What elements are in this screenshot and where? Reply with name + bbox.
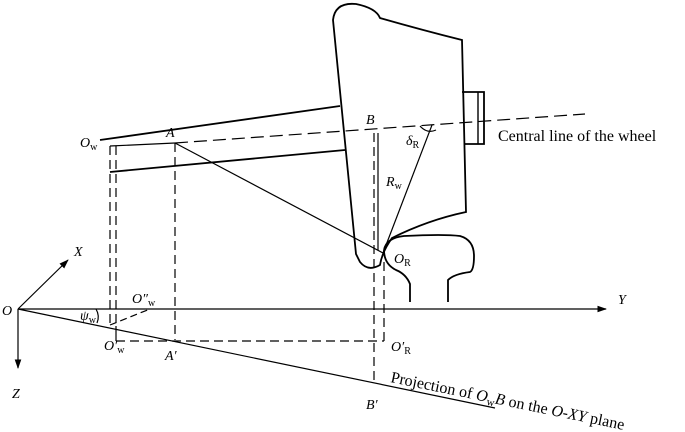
projection-line	[17, 308, 496, 409]
label-delta-R: δR	[406, 134, 420, 151]
label-A: A	[165, 126, 175, 141]
rail	[383, 234, 475, 302]
label-Ow-double-prime: O″w	[132, 292, 156, 309]
label-Ow: Ow	[80, 136, 98, 153]
label-OR-prime: O′R	[391, 340, 411, 357]
labels: O X Y Z Ow A B δR Rw OR O″w ψw O′w A′ O′…	[2, 113, 628, 413]
label-B: B	[366, 113, 375, 128]
axle	[99, 105, 346, 173]
wheel	[332, 2, 485, 269]
label-Z: Z	[12, 387, 20, 402]
label-Rw: Rw	[385, 175, 403, 192]
annotation-projection: Projection of OwB on the O-XY plane	[389, 369, 626, 432]
construction-lines	[95, 124, 437, 385]
label-X: X	[73, 245, 83, 260]
label-OR: OR	[394, 252, 411, 269]
label-Y: Y	[618, 293, 628, 308]
label-B-prime: B′	[366, 398, 379, 413]
label-psi-w: ψw	[80, 309, 97, 326]
label-O: O	[2, 304, 12, 319]
label-A-prime: A′	[164, 349, 178, 364]
central-line-of-wheel	[174, 113, 586, 144]
x-axis	[17, 259, 69, 310]
label-Ow-prime: O′w	[104, 339, 125, 356]
annotation-central-line: Central line of the wheel	[498, 128, 657, 145]
